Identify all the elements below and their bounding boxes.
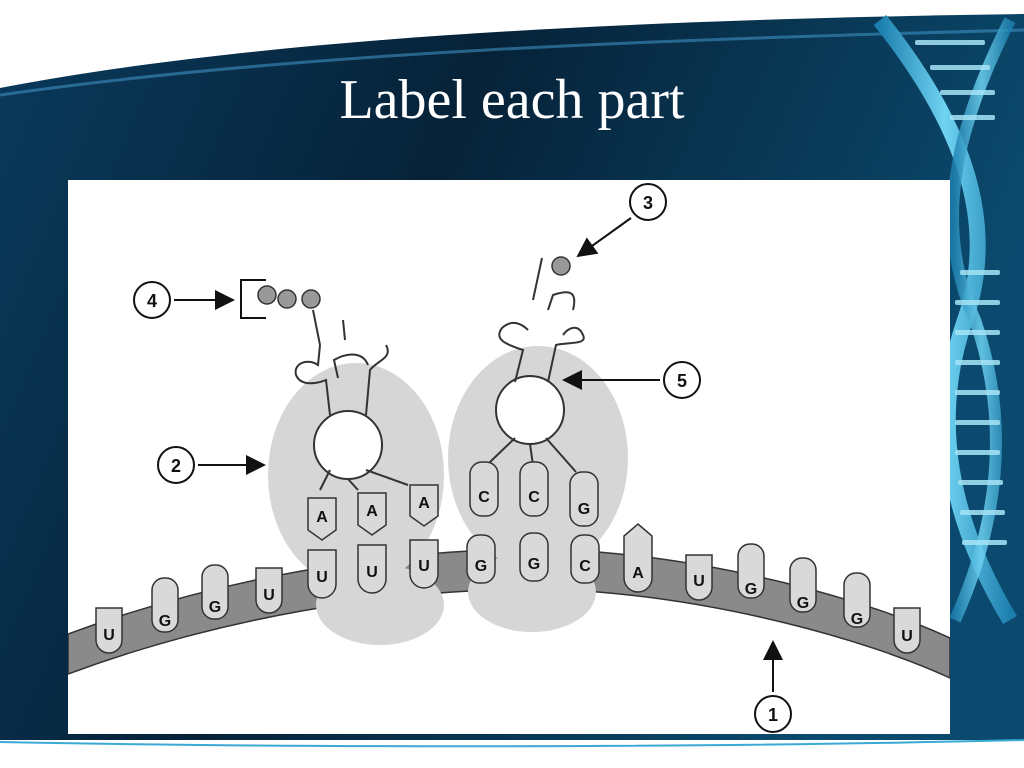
amino-acid-chain-icon (240, 279, 321, 319)
svg-text:A: A (366, 503, 378, 520)
svg-text:2: 2 (171, 456, 181, 476)
svg-text:C: C (579, 558, 591, 575)
callout-3: 3 (576, 183, 667, 258)
callout-4: 4 (133, 281, 235, 319)
svg-text:C: C (478, 489, 490, 506)
anticodon-base: C (469, 461, 499, 517)
svg-text:G: G (209, 599, 221, 616)
dna-helix-icon (873, 15, 1017, 625)
arrow-icon (576, 217, 632, 258)
translation-diagram: A A A C C G U G (68, 180, 950, 734)
amino-acid-icon (551, 256, 571, 276)
svg-text:4: 4 (147, 291, 157, 311)
codon-base: U (255, 567, 283, 614)
codon-base: G (201, 564, 229, 620)
svg-text:G: G (159, 613, 171, 630)
trna-icon (489, 257, 585, 473)
codon-base: U (409, 539, 439, 589)
svg-text:A: A (316, 509, 328, 526)
svg-text:5: 5 (677, 371, 687, 391)
svg-text:U: U (263, 587, 275, 604)
codon-base: G (843, 572, 871, 628)
callout-5: 5 (562, 361, 701, 399)
anticodon-base: A (409, 484, 439, 527)
svg-text:1: 1 (768, 705, 778, 725)
svg-text:G: G (528, 556, 540, 573)
svg-text:U: U (693, 573, 705, 590)
ribosome-small-subunit-right (468, 552, 596, 632)
svg-text:G: G (851, 611, 863, 628)
anticodon-base: C (519, 461, 549, 517)
codon-base: C (570, 534, 600, 584)
codon-base: G (519, 532, 549, 582)
svg-text:3: 3 (643, 193, 653, 213)
svg-text:G: G (745, 581, 757, 598)
svg-text:G: G (578, 501, 590, 518)
svg-text:U: U (901, 628, 913, 645)
codon-base: U (893, 607, 921, 654)
anticodon-base: A (307, 497, 337, 541)
codon-base: U (685, 554, 713, 601)
codon-base: U (95, 607, 123, 654)
svg-text:A: A (632, 565, 644, 582)
codon-base: A (623, 523, 653, 593)
anticodon-base: G (569, 471, 599, 527)
svg-text:C: C (528, 489, 540, 506)
svg-text:U: U (103, 627, 115, 644)
callout-1: 1 (754, 640, 792, 733)
svg-text:A: A (418, 495, 430, 512)
codon-base: G (789, 557, 817, 613)
codon-base: G (466, 534, 496, 584)
svg-text:G: G (475, 558, 487, 575)
codon-base: G (151, 577, 179, 633)
svg-text:U: U (418, 558, 430, 575)
svg-text:U: U (316, 569, 328, 586)
codon-base: U (357, 544, 387, 594)
callout-2: 2 (157, 446, 266, 484)
slide-title: Label each part (339, 69, 685, 131)
svg-text:U: U (366, 564, 378, 581)
codon-base: U (307, 549, 337, 599)
svg-text:G: G (797, 595, 809, 612)
codon-base: G (737, 543, 765, 599)
trna-icon (294, 309, 409, 491)
anticodon-base: A (357, 492, 387, 536)
